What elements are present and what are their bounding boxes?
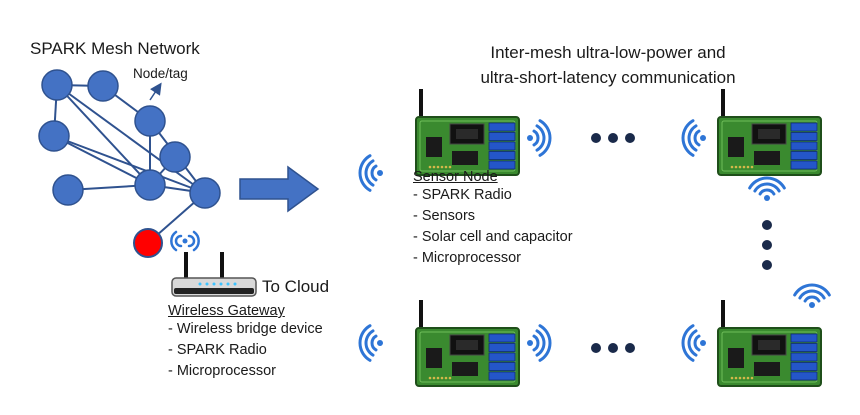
- mesh-node: [41, 69, 73, 101]
- mesh-node: [38, 120, 70, 152]
- sensor-node-heading: Sensor Node: [413, 169, 498, 185]
- gateway-node: [133, 228, 163, 258]
- wifi-signal-icon: [681, 324, 706, 362]
- mesh-title: SPARK Mesh Network: [30, 39, 200, 58]
- sensor-board-icon: [717, 89, 822, 176]
- inter-mesh-line-1: Inter-mesh ultra-low-power and: [490, 43, 726, 62]
- inter-mesh-line-2: ultra-short-latency communication: [480, 68, 736, 87]
- sensor-node-item: - Solar cell and capacitor: [413, 229, 573, 245]
- sensor-board-icon: [415, 89, 520, 176]
- sensor-node-item: - Microprocessor: [413, 250, 521, 266]
- gateway-item: - SPARK Radio: [168, 342, 267, 358]
- gateway-signal-icon: [170, 230, 200, 252]
- gateway-block: Wireless Gateway - Wireless bridge devic…: [168, 303, 323, 382]
- ellipsis-dots: [591, 133, 772, 353]
- sensor-board-icon: [717, 300, 822, 387]
- node-tag-pointer: [149, 82, 162, 101]
- sensor-board-icon: [415, 300, 520, 387]
- mesh-node: [87, 70, 119, 102]
- mesh-node: [189, 177, 221, 209]
- wifi-signal-icon: [358, 324, 383, 362]
- gateway-item: - Microprocessor: [168, 363, 276, 379]
- wifi-signal-icon: [681, 119, 706, 157]
- gateway-heading: Wireless Gateway: [168, 303, 285, 319]
- wifi-signal-icon: [793, 283, 831, 308]
- sensor-node-item: - SPARK Radio: [413, 187, 512, 203]
- mesh-node: [134, 105, 166, 137]
- sensor-node-item: - Sensors: [413, 208, 476, 224]
- wifi-signal-icon: [748, 176, 786, 201]
- flow-arrow: [239, 165, 320, 213]
- mesh-node: [159, 141, 191, 173]
- mesh-node: [134, 169, 166, 201]
- router-icon: [171, 252, 257, 297]
- mesh-nodes: [38, 69, 221, 209]
- wifi-signal-icon: [358, 154, 383, 192]
- mesh-node: [52, 174, 84, 206]
- gateway-item: - Wireless bridge device: [168, 321, 323, 337]
- sensor-node-block: Sensor Node - SPARK Radio - Sensors - So…: [413, 169, 573, 269]
- node-tag-label: Node/tag: [133, 66, 188, 81]
- to-cloud-label: To Cloud: [262, 277, 330, 296]
- wifi-signal-icon: [527, 119, 552, 157]
- wifi-signal-icon: [527, 324, 552, 362]
